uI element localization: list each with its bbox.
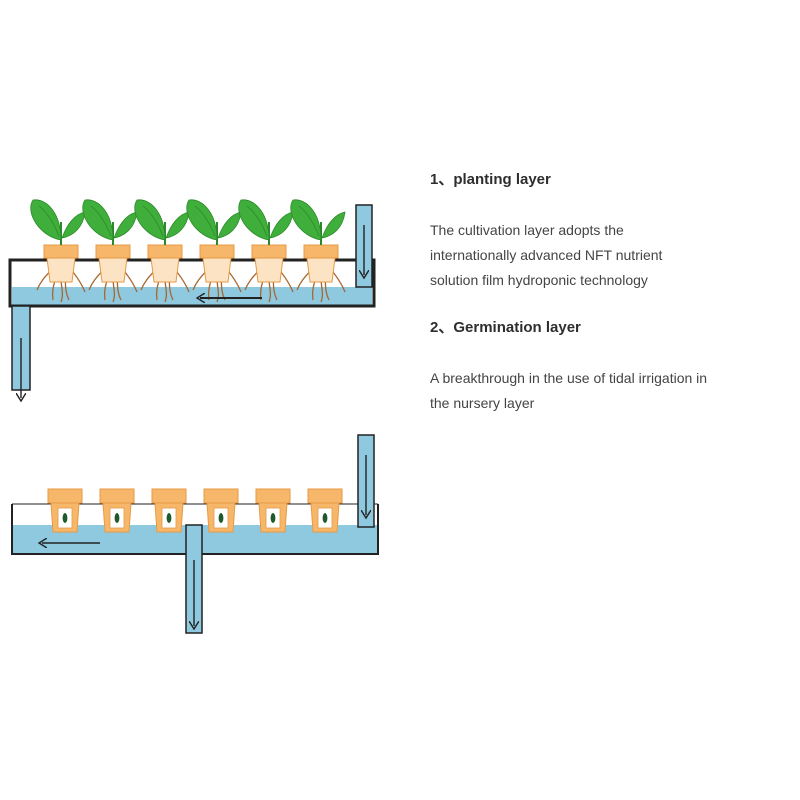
seedling-icon: [30, 199, 86, 241]
pot-basket: [46, 257, 76, 283]
seed-pot-row: [47, 488, 343, 533]
seed-pot: [307, 488, 343, 533]
pot-rim: [47, 488, 83, 504]
text-line: A breakthrough in the use of tidal irrig…: [430, 370, 708, 386]
pot-rim: [203, 488, 239, 504]
pot-basket: [202, 257, 232, 283]
pot-rim: [147, 244, 183, 259]
seedling-icon: [134, 199, 190, 241]
seedling-icon: [186, 199, 242, 241]
planting-tank-outline: [8, 258, 376, 308]
section-text-planting: The cultivation layer adopts the interna…: [430, 218, 662, 293]
seed-icon: [62, 513, 68, 523]
text-line: the nursery layer: [430, 395, 535, 411]
pot-rim: [199, 244, 235, 259]
section-title: planting layer: [453, 171, 551, 188]
plant-row: [30, 199, 346, 303]
planting-water: [12, 287, 372, 305]
seed-pot: [255, 488, 291, 533]
pot-rim: [151, 488, 187, 504]
text-line: internationally advanced NFT nutrient: [430, 247, 663, 263]
pot-rim: [95, 244, 131, 259]
seedling-icon: [82, 199, 138, 241]
germination-layer: [11, 434, 379, 634]
section-text-germination: A breakthrough in the use of tidal irrig…: [430, 366, 707, 416]
plant-unit: [82, 199, 138, 303]
seed-icon: [322, 513, 328, 523]
text-line: solution film hydroponic technology: [430, 272, 648, 288]
pot-rim: [307, 488, 343, 504]
pot-rim: [99, 488, 135, 504]
seed-icon: [114, 513, 120, 523]
pot-rim: [303, 244, 339, 259]
seed-pot: [203, 488, 239, 533]
text-line: The cultivation layer adopts the: [430, 222, 624, 238]
pot-basket: [254, 257, 284, 283]
section-number: 1、: [430, 171, 454, 188]
pot-basket: [306, 257, 336, 283]
seed-icon: [218, 513, 224, 523]
plant-unit: [186, 199, 242, 303]
seedling-icon: [238, 199, 294, 241]
pot-rim: [251, 244, 287, 259]
seed-icon: [166, 513, 172, 523]
seed-pot: [151, 488, 187, 533]
plant-unit: [290, 199, 346, 303]
pot-rim: [43, 244, 79, 259]
pot-rim: [255, 488, 291, 504]
seed-icon: [270, 513, 276, 523]
pot-basket: [150, 257, 180, 283]
plant-unit: [30, 199, 86, 303]
section-heading-planting: 1、planting layer: [430, 168, 551, 192]
section-title: Germination layer: [453, 319, 581, 336]
plant-unit: [134, 199, 190, 303]
pot-basket: [98, 257, 128, 283]
planting-layer: [8, 199, 376, 398]
section-heading-germination: 2、Germination layer: [430, 316, 581, 340]
section-number: 2、: [430, 319, 454, 336]
seedling-icon: [290, 199, 346, 241]
seed-pot: [99, 488, 135, 533]
seed-pot: [47, 488, 83, 533]
